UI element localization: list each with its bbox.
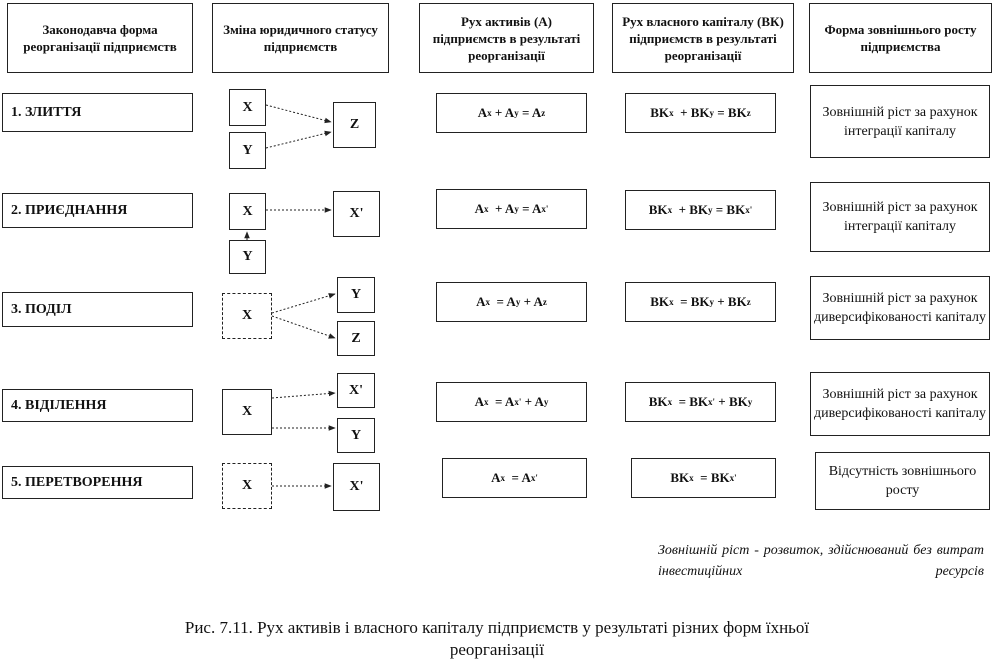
- entity-x-prime: X': [333, 463, 380, 511]
- form-acquisition: 2. ПРИЄДНАННЯ: [2, 193, 193, 228]
- entity-x: X: [229, 193, 266, 230]
- growth-acquisition: Зовнішній ріст за рахунок інтеграції кап…: [810, 182, 990, 252]
- arrow-y-to-z: [265, 130, 332, 149]
- entity-x: X: [222, 463, 272, 509]
- entity-x: X: [229, 89, 266, 126]
- header-form: Законодавча форма реорганізації підприєм…: [7, 3, 193, 73]
- arrow-x-to-z: [265, 104, 332, 124]
- header-status: Зміна юридичного статусу підприємств: [212, 3, 389, 73]
- footnote: Зовнішній ріст - розвиток, здійснюваний …: [658, 543, 984, 579]
- arrow-x-to-z: [271, 315, 336, 339]
- entity-y: Y: [229, 240, 266, 274]
- entity-y: Y: [229, 132, 266, 169]
- growth-merger: Зовнішній ріст за рахунок інтеграції кап…: [810, 85, 990, 158]
- header-assets: Рух активів (А) підприємств в результаті…: [419, 3, 594, 73]
- growth-transformation: Відсутність зовнішнього росту: [815, 452, 990, 510]
- entity-z: Z: [333, 102, 376, 148]
- form-merger: 1. ЗЛИТТЯ: [2, 93, 193, 132]
- form-transformation: 5. ПЕРЕТВОРЕННЯ: [2, 466, 193, 499]
- entity-x: X: [222, 293, 272, 339]
- entity-x: X: [222, 389, 272, 435]
- arrow-x-to-y: [271, 293, 336, 314]
- arrow-x-to-x-prime: [271, 390, 336, 399]
- entity-x-prime: X': [333, 191, 380, 237]
- header-growth: Форма зовнішнього росту підприємства: [809, 3, 992, 73]
- entity-x-prime: X': [337, 373, 375, 408]
- entity-y: Y: [337, 418, 375, 453]
- growth-spin-off: Зовнішній ріст за рахунок диверсифікован…: [810, 372, 990, 436]
- form-division: 3. ПОДІЛ: [2, 292, 193, 327]
- header-equity: Рух власного капіталу (ВК) підприємств в…: [612, 3, 794, 73]
- form-spin-off: 4. ВІДІЛЕННЯ: [2, 389, 193, 422]
- figure-caption: Рис. 7.11. Рух активів і власного капіта…: [184, 618, 810, 659]
- growth-division: Зовнішній ріст за рахунок диверсифікован…: [810, 276, 990, 340]
- entity-y: Y: [337, 277, 375, 313]
- entity-z: Z: [337, 321, 375, 356]
